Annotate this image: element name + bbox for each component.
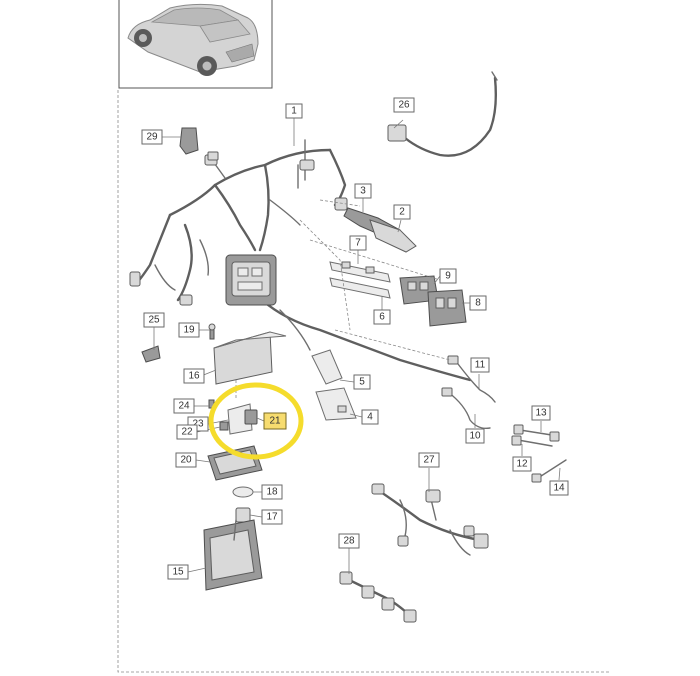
label-18[interactable]: 18: [261, 484, 283, 500]
part-15-box: [203, 519, 263, 591]
svg-text:19: 19: [183, 325, 195, 336]
label-2[interactable]: 2: [393, 204, 411, 220]
label-8[interactable]: 8: [469, 295, 487, 311]
svg-text:7: 7: [355, 238, 361, 249]
svg-text:3: 3: [360, 186, 366, 197]
svg-text:15: 15: [172, 567, 184, 578]
label-26[interactable]: 26: [393, 97, 415, 113]
part-6-rail: [329, 277, 391, 299]
svg-text:11: 11: [475, 360, 486, 371]
part-27-harness: [371, 483, 489, 556]
label-22[interactable]: 22: [176, 424, 198, 440]
svg-text:18: 18: [266, 487, 278, 498]
label-28[interactable]: 28: [338, 533, 360, 549]
svg-text:13: 13: [535, 408, 547, 419]
part-25-clip: [141, 345, 161, 363]
label-7[interactable]: 7: [349, 235, 367, 251]
svg-text:27: 27: [423, 455, 435, 466]
part-19-bolt: [208, 323, 216, 340]
svg-text:22: 22: [181, 427, 193, 438]
svg-text:12: 12: [516, 459, 528, 470]
leader-lines: [153, 118, 561, 574]
svg-text:2: 2: [399, 207, 405, 218]
svg-text:1: 1: [291, 106, 297, 117]
label-15[interactable]: 15: [167, 564, 189, 580]
part-4-bracket: [315, 387, 357, 421]
label-10[interactable]: 10: [465, 428, 485, 444]
part-2-strip: [369, 219, 417, 253]
part-7-rail: [329, 261, 391, 283]
label-24[interactable]: 24: [173, 398, 195, 414]
part-29-bracket: [179, 127, 219, 161]
svg-text:21: 21: [269, 416, 281, 427]
label-9[interactable]: 9: [439, 268, 457, 284]
part-22-clip: [219, 421, 229, 431]
label-19[interactable]: 19: [178, 322, 200, 338]
svg-text:6: 6: [379, 312, 385, 323]
label-13[interactable]: 13: [531, 405, 551, 421]
svg-text:28: 28: [343, 536, 355, 547]
label-17[interactable]: 17: [261, 509, 283, 525]
svg-text:10: 10: [469, 431, 481, 442]
label-16[interactable]: 16: [183, 368, 205, 384]
svg-text:25: 25: [148, 315, 160, 326]
part-13-wire: [513, 424, 560, 442]
part-14-wire: [531, 459, 567, 483]
part-21-relay: [244, 409, 258, 425]
highlight-ring: [208, 382, 304, 460]
part-18-ring: [232, 486, 254, 498]
part-26-cable: [387, 71, 498, 157]
label-27[interactable]: 27: [418, 452, 440, 468]
svg-text:26: 26: [398, 100, 410, 111]
label-5[interactable]: 5: [353, 374, 371, 390]
svg-text:14: 14: [553, 483, 565, 494]
svg-text:23: 23: [192, 419, 204, 430]
svg-text:16: 16: [188, 371, 200, 382]
part-16-module: [213, 331, 287, 385]
part-11-wire: [447, 355, 496, 403]
part-8-bracket: [427, 289, 467, 327]
label-29[interactable]: 29: [141, 129, 163, 145]
label-3[interactable]: 3: [354, 183, 372, 199]
svg-text:5: 5: [359, 377, 365, 388]
svg-text:9: 9: [445, 271, 451, 282]
label-6[interactable]: 6: [373, 309, 391, 325]
label-25[interactable]: 25: [143, 312, 165, 328]
svg-text:29: 29: [146, 132, 158, 143]
main-wiring-harness: [129, 139, 472, 382]
label-12[interactable]: 12: [512, 456, 532, 472]
svg-text:17: 17: [266, 512, 278, 523]
part-12-wire: [511, 435, 553, 447]
label-11[interactable]: 11: [470, 357, 490, 373]
label-21[interactable]: 21: [263, 412, 287, 430]
svg-text:8: 8: [475, 298, 481, 309]
svg-text:24: 24: [178, 401, 190, 412]
svg-text:20: 20: [180, 455, 192, 466]
vehicle-thumbnail: [118, 0, 273, 89]
dashed-outline: [117, 90, 610, 673]
label-1[interactable]: 1: [285, 103, 303, 119]
part-28-harness: [339, 571, 417, 623]
part-labels: 1 26 29 3 2 7 9 8 6 25 19 11 16 5 24 4 2…: [141, 97, 569, 580]
label-20[interactable]: 20: [175, 452, 197, 468]
label-14[interactable]: 14: [549, 480, 569, 496]
label-4[interactable]: 4: [361, 409, 379, 425]
part-5-bracket: [311, 349, 343, 385]
part-10-wire: [441, 387, 491, 430]
part-17-cap: [235, 507, 251, 523]
svg-text:4: 4: [367, 412, 373, 423]
